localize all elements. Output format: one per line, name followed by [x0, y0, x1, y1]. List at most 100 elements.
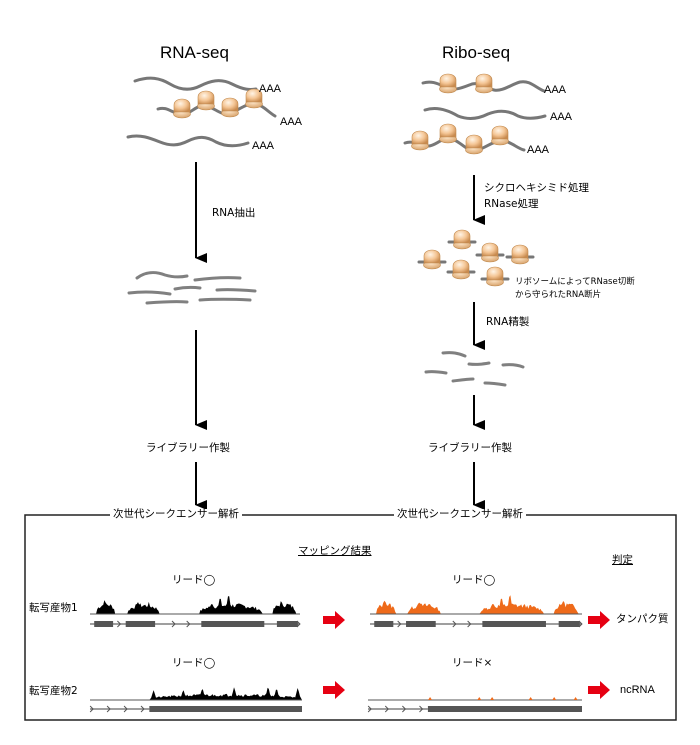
ribosome-large-subunit — [173, 98, 191, 113]
rna-fragment-group — [127, 271, 257, 305]
strand-chevron — [171, 620, 176, 628]
footprint-fragment — [483, 381, 507, 387]
exon-block — [94, 621, 114, 627]
exon-block — [374, 621, 394, 627]
step-library-prep-ribo: ライブラリー作製 — [428, 442, 512, 454]
exon-block — [125, 621, 156, 627]
strand-chevron — [384, 705, 389, 713]
ribosome-icon — [411, 130, 429, 151]
ribosome-icon — [439, 73, 457, 94]
step-rnase: RNase処理 — [484, 198, 539, 210]
gene-model — [367, 705, 582, 713]
read-coverage — [477, 697, 482, 700]
ribosome-icon — [491, 125, 509, 146]
ribosome-icon — [245, 88, 263, 109]
ribosome-large-subunit — [452, 259, 470, 274]
exon-block — [149, 706, 302, 712]
ribo-reads-label: リード◯ — [452, 574, 496, 586]
transcript-label: 転写産物1 — [29, 602, 78, 614]
ribo-reads-label: リード× — [452, 657, 493, 669]
strand-chevron — [367, 705, 372, 713]
ribosome-large-subunit — [491, 125, 509, 140]
ribosome-large-subunit — [197, 90, 215, 105]
polya-label: AAA — [280, 116, 303, 128]
footprint-fragment — [441, 351, 467, 358]
polya-label: AAA — [252, 140, 275, 152]
rna-fragment — [198, 297, 252, 302]
ribosome-large-subunit — [481, 242, 499, 257]
polya-label: AAA — [544, 84, 567, 96]
strand-chevron — [123, 705, 128, 713]
ribosome-icon — [173, 98, 191, 119]
footprint-note-line1: リボソームによってRNase切断 — [515, 277, 635, 287]
strand-chevron — [397, 620, 402, 628]
ribosome-icon — [439, 123, 457, 144]
rna-fragment — [215, 288, 257, 293]
rna-reads-label: リード◯ — [172, 574, 216, 586]
gene-model — [370, 620, 583, 628]
ribosome-large-subunit — [453, 229, 471, 244]
ribosome-icon — [221, 97, 239, 118]
rna-fragment — [135, 271, 189, 280]
red-arrow-group — [323, 611, 610, 699]
step-rna-purification: RNA精製 — [486, 316, 530, 328]
strand-chevron — [89, 705, 94, 713]
footprint-fragment-group — [424, 351, 525, 387]
strand-chevron — [117, 620, 122, 628]
strand-chevron — [452, 620, 457, 628]
rna-fragment — [145, 300, 189, 305]
mrna-strand — [126, 134, 250, 148]
exon-block — [427, 706, 582, 712]
read-coverage — [490, 697, 495, 700]
judgement-header: 判定 — [612, 554, 633, 566]
step-library-prep-rna: ライブラリー作製 — [146, 442, 230, 454]
ribosome-icon — [453, 229, 471, 250]
ribosome-icon — [197, 90, 215, 111]
polya-label: AAA — [259, 83, 282, 95]
exon-block — [558, 621, 580, 627]
ribosome-icon — [465, 134, 483, 155]
strand-chevron — [467, 620, 472, 628]
red-arrow-icon — [588, 681, 610, 699]
read-coverage — [528, 697, 533, 700]
read-coverage — [90, 687, 302, 700]
read-coverage — [90, 596, 300, 614]
ribo-seq-ribosome-group — [411, 73, 509, 155]
step-sequencing-ribo: 次世代シークエンサー解析 — [394, 509, 526, 520]
footprint-fragment — [501, 363, 525, 369]
rna-reads-label: リード◯ — [172, 657, 216, 669]
ribosome-large-subunit — [439, 73, 457, 88]
mapping-tracks — [89, 595, 583, 713]
ribosome-large-subunit — [439, 123, 457, 138]
red-arrow-icon — [323, 611, 345, 629]
ribosome-icon — [486, 266, 504, 287]
rna-seq-ribosome-group — [173, 88, 263, 119]
polya-label: AAA — [527, 144, 550, 156]
gene-model — [90, 620, 301, 628]
ribo-seq-title: Ribo-seq — [442, 43, 511, 62]
exon-block — [482, 621, 546, 627]
read-coverage — [573, 697, 578, 700]
exon-block — [406, 621, 436, 627]
read-coverage — [428, 697, 433, 700]
ribosome-large-subunit — [511, 244, 529, 259]
ribosome-large-subunit — [423, 249, 441, 264]
rna-seq-title: RNA-seq — [160, 43, 229, 62]
footprint-note-line2: から守られたRNA断片 — [515, 290, 602, 300]
read-coverage — [552, 697, 557, 700]
rna-fragment — [127, 290, 172, 296]
strand-chevron — [419, 705, 424, 713]
ribosome-icon — [475, 73, 493, 94]
verdict-label: ncRNA — [620, 684, 655, 696]
footprint-fragment — [424, 370, 448, 375]
rna-seq-mrna-group — [126, 76, 277, 148]
exon-block — [201, 621, 265, 627]
step-rna-extraction: RNA抽出 — [212, 207, 256, 219]
ribosome-large-subunit — [486, 266, 504, 281]
read-coverage — [370, 595, 582, 614]
exon-block — [276, 621, 298, 627]
strand-chevron — [296, 620, 301, 628]
ribosome-icon — [452, 259, 470, 280]
